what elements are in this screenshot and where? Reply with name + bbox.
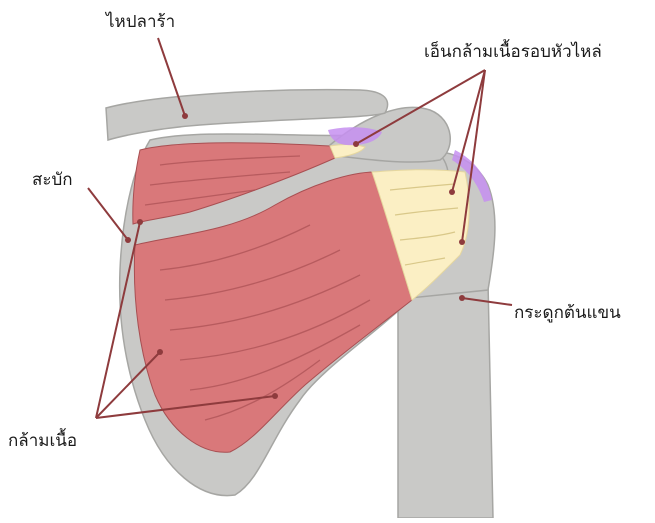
- humerus-bone: [398, 282, 493, 518]
- leader-scapula: [88, 188, 128, 240]
- rotator-cuff-tendon-label: เอ็นกล้ามเนื้อรอบหัวไหล่: [424, 44, 602, 61]
- scapula-label: สะบัก: [32, 172, 73, 189]
- muscle-label: กล้ามเนื้อ: [8, 433, 77, 450]
- clavicle-label: ไหปลาร้า: [106, 14, 175, 31]
- humerus-label: กระดูกต้นแขน: [514, 305, 621, 322]
